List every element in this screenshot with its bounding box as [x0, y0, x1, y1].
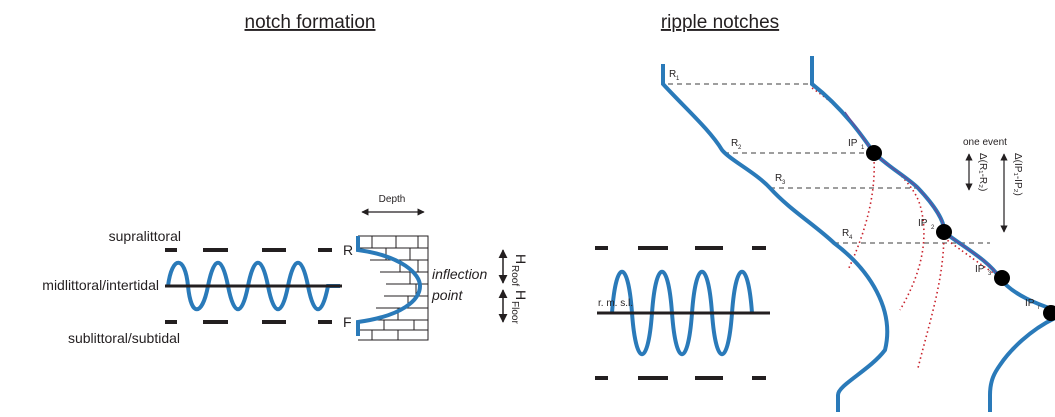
inflection-label: inflection [432, 266, 487, 282]
one-event-label: one event [963, 137, 1007, 148]
delta-ip-label: Δ(IP₁-IP₂) [1012, 153, 1023, 196]
floor-marker: F [343, 314, 352, 330]
cliff-profile-left [661, 64, 890, 412]
cliff-profile-right-base [988, 316, 1055, 412]
ip-label-1: IP [848, 138, 858, 149]
roof-marker: R [343, 242, 353, 258]
depth-label: Depth [379, 194, 406, 205]
roof-label-2: R [731, 138, 738, 149]
inflection-point-2 [936, 224, 952, 240]
zone-label-sublittoral: sublittoral/subtidal [68, 330, 180, 346]
h-floor-sub: Floor [509, 301, 520, 324]
tide-wave-right [610, 269, 754, 357]
roof-label-3: R [775, 173, 782, 184]
ip-sub-r: r [1038, 305, 1040, 311]
ip-label-2: IP [918, 218, 928, 229]
ip-label-r: IP [1025, 298, 1035, 309]
ip-sub-3: 3 [988, 271, 992, 277]
roof-sub-1: 1 [676, 76, 680, 82]
roof-sub-4: 4 [849, 235, 853, 241]
ip-sub-1: 1 [861, 145, 865, 151]
red-dotted-curves [811, 87, 1003, 369]
overlay-profile [844, 111, 1001, 279]
h-roof-label: H [513, 254, 529, 264]
zone-label-midlittoral: midlittoral/intertidal [42, 277, 159, 293]
notch-profile [356, 236, 423, 336]
ip-label-3: IP [975, 264, 985, 275]
event-guide-lines [668, 83, 990, 244]
inflection-label-point: point [431, 287, 463, 303]
ip-sub-2: 2 [931, 225, 935, 231]
roof-sub-2: 2 [738, 145, 742, 151]
sea-level-label: r. m. s.l. [598, 298, 633, 309]
inflection-point-3 [994, 270, 1010, 286]
inflection-point-r [1043, 305, 1055, 321]
roof-sub-3: 3 [782, 180, 786, 186]
h-roof-sub: Roof [509, 265, 520, 286]
delta-r-label: Δ(R₁-R₂) [977, 153, 988, 191]
inflection-point-1 [866, 145, 882, 161]
ripple-notches-title: ripple notches [661, 12, 779, 33]
roof-label-1: R [669, 69, 676, 80]
h-floor-label: H [513, 290, 529, 300]
roof-label-4: R [842, 228, 849, 239]
zone-label-supralittoral: supralittoral [109, 228, 181, 244]
notch-formation-title: notch formation [245, 12, 376, 33]
